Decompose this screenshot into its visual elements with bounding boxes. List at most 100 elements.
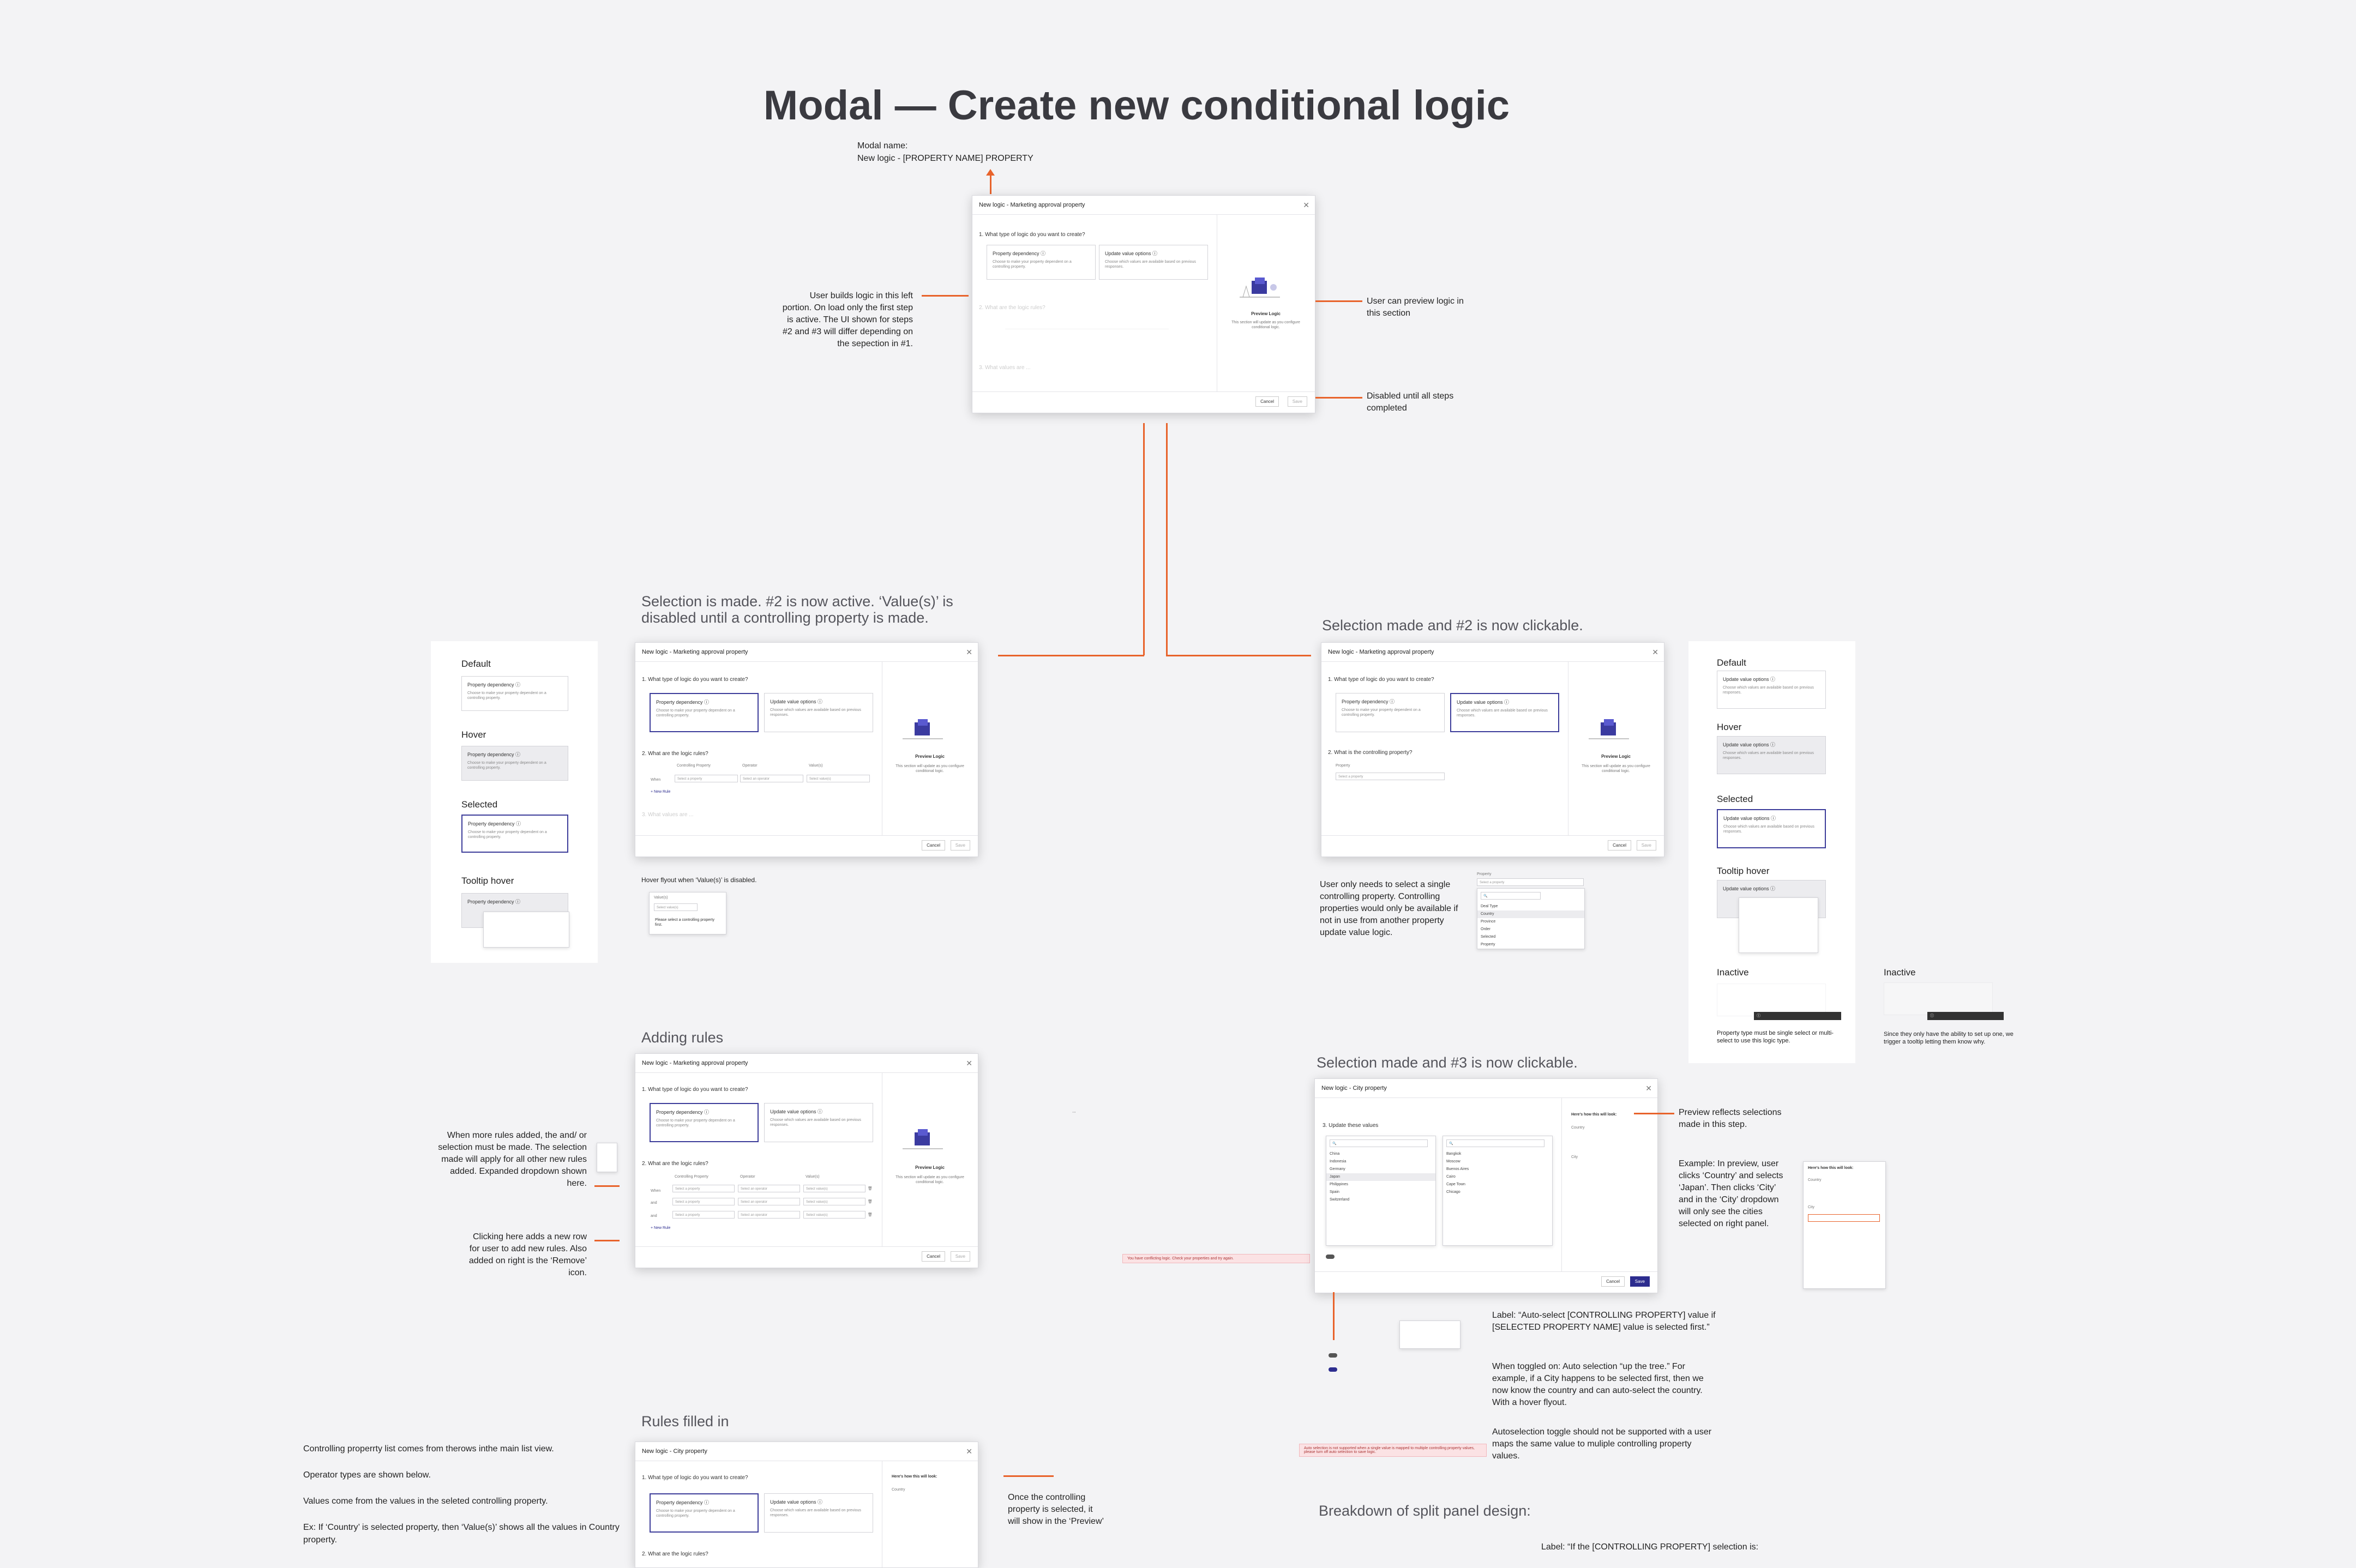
property-select[interactable]: Select a property bbox=[1477, 878, 1584, 886]
list-item[interactable]: Cape Town bbox=[1446, 1183, 1465, 1186]
controlling-select[interactable]: Select a property bbox=[672, 1198, 735, 1205]
values-select[interactable]: Select value(s) bbox=[803, 1211, 866, 1219]
cancel-button[interactable]: Cancel bbox=[1608, 840, 1631, 851]
dropdown-item[interactable]: Property bbox=[1481, 943, 1495, 946]
step3-faded: 3. What values are ... bbox=[979, 365, 1031, 371]
step2-label: 2. What are the logic rules? bbox=[642, 751, 708, 757]
dropdown-item[interactable]: Selected bbox=[1481, 935, 1496, 939]
save-button[interactable]: Save bbox=[1287, 396, 1307, 407]
modal-title: New logic - Marketing approval property bbox=[1328, 649, 1434, 655]
arrow-preview-reflects bbox=[1634, 1113, 1674, 1114]
list-item[interactable]: Buenos Aires bbox=[1446, 1167, 1469, 1171]
controlling-select[interactable]: Select a property bbox=[672, 1211, 735, 1219]
save-button[interactable]: Save bbox=[1630, 1276, 1650, 1287]
property-select[interactable]: Select a property bbox=[1336, 773, 1445, 780]
list-item[interactable]: Germany bbox=[1330, 1167, 1345, 1171]
step1-label: 1. What type of logic do you want to cre… bbox=[642, 1475, 748, 1481]
cancel-button[interactable]: Cancel bbox=[1601, 1276, 1625, 1287]
trash-icon[interactable]: 🗑 bbox=[868, 1200, 873, 1204]
dropdown-item[interactable]: Country bbox=[1477, 910, 1584, 918]
toggle-off[interactable] bbox=[1329, 1353, 1337, 1358]
state-default-label: Default bbox=[1717, 658, 1746, 668]
small-annotation: ⋯ bbox=[1072, 1111, 1076, 1114]
dropdown-item[interactable]: Order bbox=[1481, 927, 1490, 931]
state-inactive2-card bbox=[1884, 982, 1993, 1015]
controlling-select[interactable]: Select a property bbox=[672, 1185, 735, 1192]
new-rule-link[interactable]: + New Rule bbox=[651, 1226, 671, 1230]
close-icon[interactable]: ✕ bbox=[966, 1447, 972, 1456]
modal-title: New logic - City property bbox=[1321, 1085, 1387, 1091]
list-item[interactable]: Indonesia bbox=[1330, 1160, 1347, 1163]
list-item[interactable]: Spain bbox=[1330, 1190, 1339, 1194]
section-rules-filled: Rules filled in bbox=[641, 1413, 729, 1430]
operator-select[interactable]: Select an operator bbox=[738, 1198, 800, 1205]
city-input[interactable] bbox=[1808, 1214, 1880, 1222]
preview-text: This section will update as you configur… bbox=[895, 764, 964, 773]
search-input[interactable]: 🔍 bbox=[1481, 892, 1541, 900]
controlling-select[interactable]: Select a property bbox=[675, 775, 738, 782]
preview-title: Preview Logic bbox=[1251, 311, 1281, 316]
list-item[interactable]: Chicago bbox=[1446, 1190, 1461, 1194]
search-input[interactable]: 🔍 bbox=[1330, 1139, 1428, 1147]
search-input[interactable]: 🔍 bbox=[1446, 1139, 1544, 1147]
operator-select[interactable]: Select an operator bbox=[740, 775, 803, 782]
cancel-button[interactable]: Cancel bbox=[1255, 396, 1279, 407]
close-icon[interactable]: ✕ bbox=[1303, 201, 1309, 209]
save-button[interactable]: Save bbox=[950, 1251, 970, 1262]
and-or-select[interactable]: and bbox=[651, 1201, 657, 1205]
inactive-tooltip: ⓘ bbox=[1754, 1012, 1841, 1020]
auto-select-toggle[interactable] bbox=[1326, 1255, 1335, 1259]
list-item[interactable]: Switzerland bbox=[1330, 1198, 1350, 1202]
inactive2-note: Since they only have the ability to set … bbox=[1884, 1031, 2014, 1045]
operator-select[interactable]: Select an operator bbox=[738, 1211, 800, 1219]
list-item[interactable]: Cairo bbox=[1446, 1175, 1456, 1179]
list-item[interactable]: Bangkok bbox=[1446, 1152, 1462, 1156]
when-label: When bbox=[651, 778, 661, 782]
controlling-list-note: Controlling properrty list comes from th… bbox=[303, 1444, 554, 1454]
step2-label: 2. What is the controlling property? bbox=[1328, 750, 1413, 756]
save-button[interactable]: Save bbox=[1636, 840, 1656, 851]
new-rule-link[interactable]: + New Rule bbox=[651, 790, 671, 794]
trash-icon[interactable]: 🗑 bbox=[868, 1187, 873, 1191]
values-select[interactable]: Select value(s) bbox=[803, 1198, 866, 1205]
list-item[interactable]: China bbox=[1330, 1152, 1340, 1156]
cancel-button[interactable]: Cancel bbox=[922, 840, 945, 851]
state-tooltip-label: Tooltip hover bbox=[1717, 866, 1770, 876]
toggle-on[interactable] bbox=[1329, 1367, 1337, 1372]
step2-label: 2. What are the logic rules? bbox=[642, 1161, 708, 1167]
close-icon[interactable]: ✕ bbox=[966, 648, 972, 656]
close-icon[interactable]: ✕ bbox=[1645, 1084, 1652, 1093]
list-item[interactable]: Japan bbox=[1326, 1173, 1435, 1181]
list-item[interactable]: Moscow bbox=[1446, 1160, 1461, 1163]
when-label: When bbox=[651, 1189, 661, 1193]
list-item[interactable]: Philippines bbox=[1330, 1183, 1348, 1186]
close-icon[interactable]: ✕ bbox=[1652, 648, 1658, 656]
dropdown-item[interactable]: Deal Type bbox=[1481, 904, 1498, 908]
close-icon[interactable]: ✕ bbox=[966, 1059, 972, 1068]
dropdown-item[interactable]: Province bbox=[1481, 920, 1496, 924]
values-select[interactable]: Select value(s) bbox=[803, 1185, 866, 1192]
trash-icon[interactable]: 🗑 bbox=[868, 1213, 873, 1217]
operator-select[interactable]: Select an operator bbox=[738, 1185, 800, 1192]
cancel-button[interactable]: Cancel bbox=[922, 1251, 945, 1262]
arrow-and-or bbox=[594, 1185, 620, 1187]
values-select[interactable]: Select value(s) bbox=[807, 775, 870, 782]
and-or-select[interactable]: and bbox=[651, 1214, 657, 1218]
save-button[interactable]: Save bbox=[950, 840, 970, 851]
